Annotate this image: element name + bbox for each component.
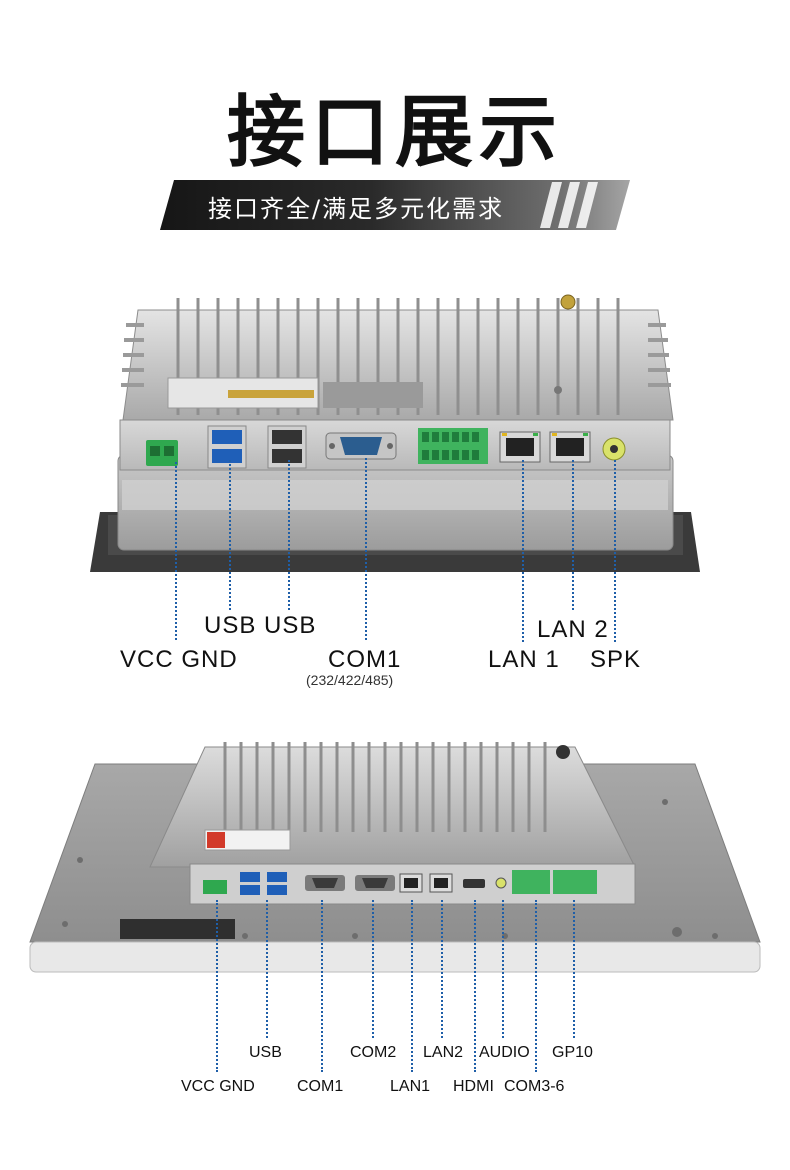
- bottom-leader-hdmi: [474, 900, 476, 1072]
- top-leader-com1: [365, 458, 367, 640]
- subtitle-banner: 接口齐全/满足多元化需求: [160, 180, 630, 230]
- bottom-leader-com2: [372, 900, 374, 1038]
- label-lan1: LAN 1: [488, 646, 560, 673]
- bottom-leader-audio: [502, 900, 504, 1038]
- label-usb-bottom: USB: [249, 1044, 282, 1061]
- bottom-leader-com1: [321, 900, 323, 1072]
- bottom-leader-vcc: [216, 900, 218, 1072]
- label-lan1-bottom: LAN1: [390, 1078, 431, 1095]
- top-leader-vcc: [175, 462, 177, 640]
- subtitle-text: 接口齐全/满足多元化需求: [208, 195, 505, 223]
- label-com1-bottom: COM1: [297, 1078, 344, 1095]
- label-com1: COM1: [328, 646, 402, 673]
- top-leader-lan1: [522, 460, 524, 642]
- top-leader-usb-a: [229, 460, 231, 610]
- label-usb-1: USB: [204, 612, 257, 639]
- bottom-device-image: [29, 742, 761, 973]
- label-hdmi-bottom: HDMI: [453, 1078, 494, 1095]
- label-vcc-gnd: VCC GND: [120, 646, 238, 673]
- top-device-image: [90, 294, 700, 572]
- label-lan2-bottom: LAN2: [423, 1044, 464, 1061]
- bottom-leader-com3-6: [535, 900, 537, 1072]
- label-usb-2: USB: [264, 612, 317, 639]
- label-vcc-gnd-bottom: VCC GND: [181, 1078, 255, 1095]
- bottom-leader-lan1: [411, 900, 413, 1072]
- banner-stripes-decoration: [540, 182, 598, 228]
- top-leader-spk: [614, 460, 616, 642]
- label-spk: SPK: [590, 646, 642, 673]
- label-com3-6-bottom: COM3-6: [504, 1078, 565, 1095]
- label-audio-bottom: AUDIO: [479, 1044, 530, 1061]
- page-title: 接口展示: [226, 88, 563, 178]
- label-gp10-bottom: GP10: [552, 1044, 593, 1061]
- label-com2-bottom: COM2: [350, 1044, 397, 1061]
- top-leader-lan2: [572, 460, 574, 610]
- label-lan2: LAN 2: [537, 616, 609, 643]
- bottom-leader-gp10: [573, 900, 575, 1038]
- top-leader-usb-b: [288, 460, 290, 610]
- bottom-leader-usb: [266, 900, 268, 1038]
- bottom-leader-lan2: [441, 900, 443, 1038]
- label-com1-modes: (232/422/485): [306, 672, 394, 688]
